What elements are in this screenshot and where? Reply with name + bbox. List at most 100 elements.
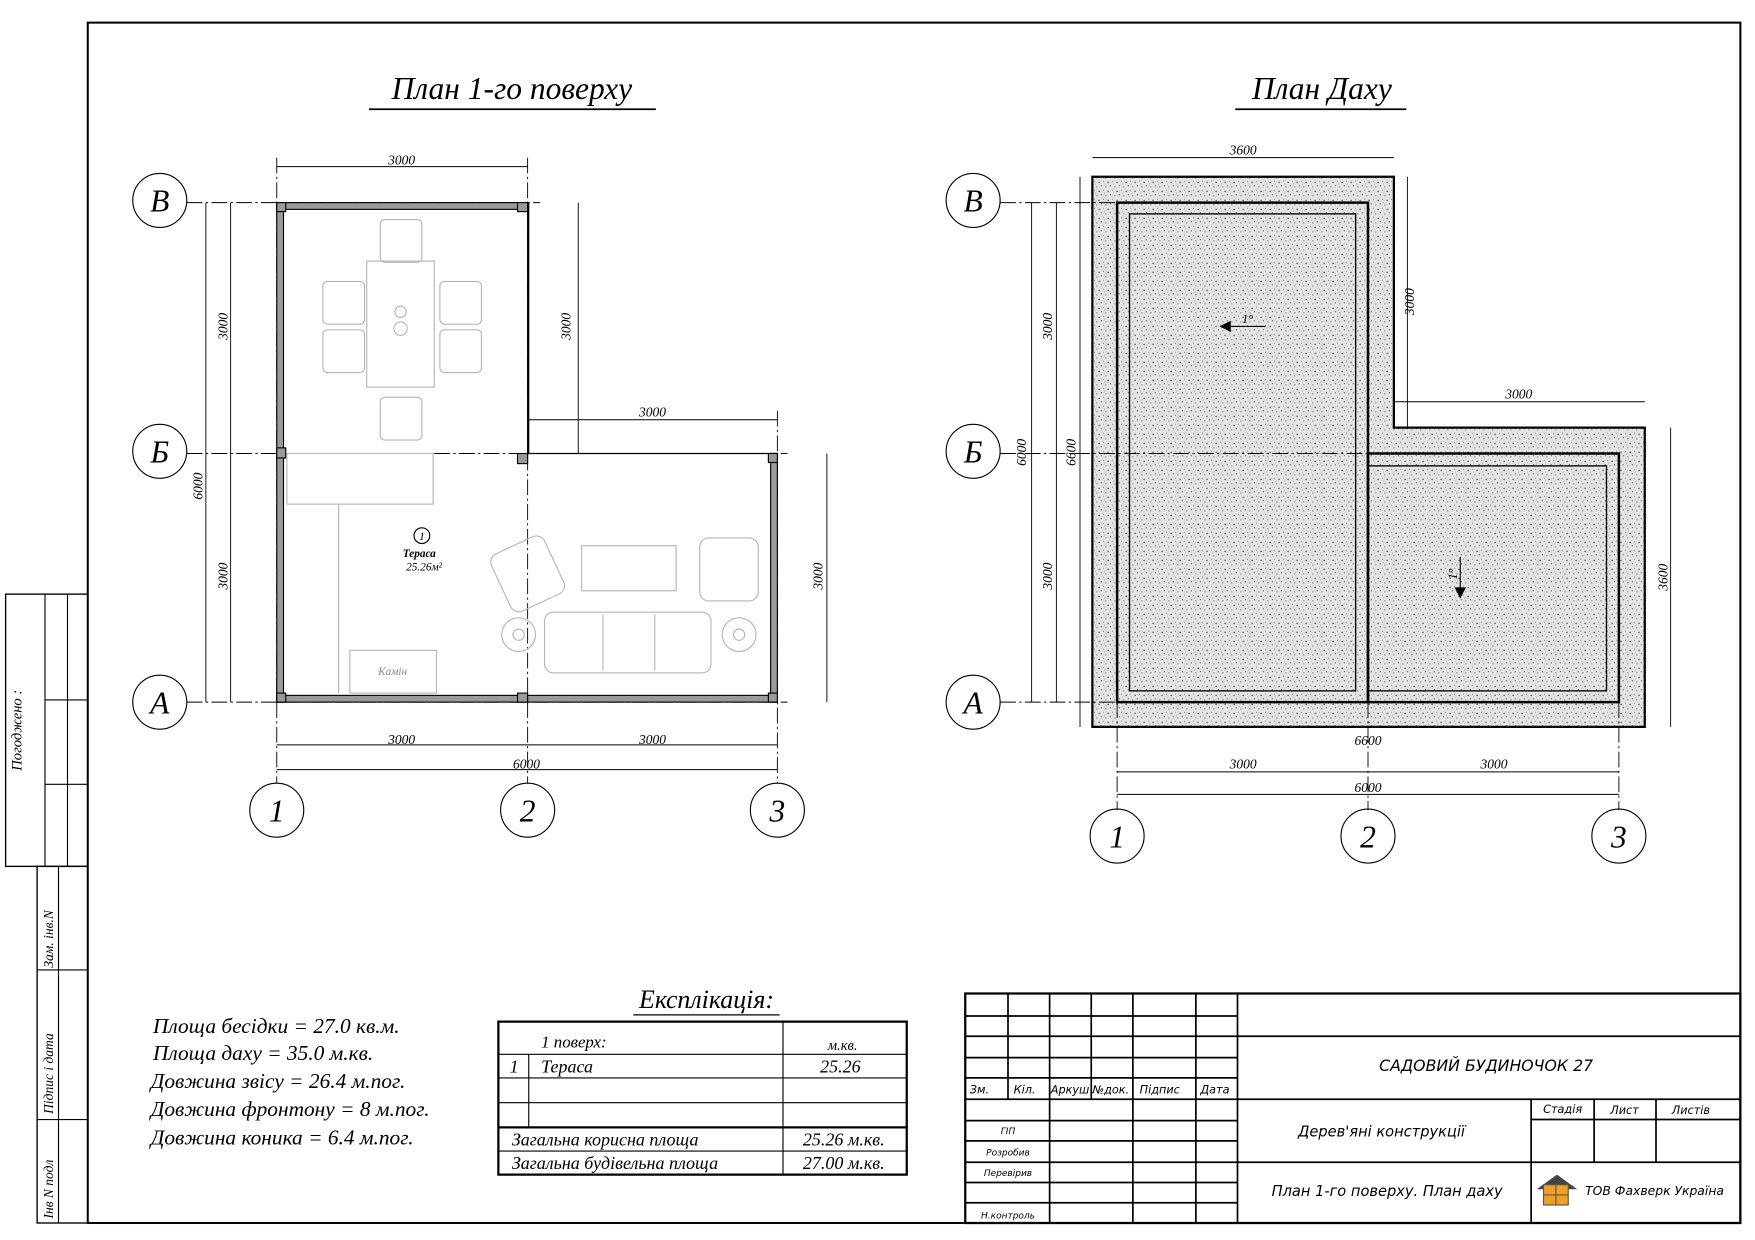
floor-plan: Камін 1 Тераса 25.26м² 3000 6000	[132, 152, 828, 838]
roof-dim-step-vert: 3000	[1402, 288, 1417, 316]
svg-text:Загальна будівельна площа: Загальна будівельна площа	[512, 1153, 718, 1173]
roof-axis-bubble-1: 1	[1089, 808, 1145, 864]
area-notes: Площа бесідки = 27.0 кв.м. Площа даху = …	[149, 1014, 430, 1149]
roof-axis-bubble-v: В	[945, 172, 1001, 228]
svg-text:Листів: Листів	[1671, 1104, 1711, 1117]
note-line: Площа даху = 35.0 м.кв.	[152, 1041, 373, 1065]
svg-text:А: А	[148, 685, 170, 720]
dim-left-bottom: 3000	[215, 562, 230, 590]
dim-bottom-total: 6000	[513, 757, 540, 772]
side-stamp: Погоджено : Зам. інв.N Підпис і дата Інв…	[4, 593, 89, 1224]
signature-date-label: Підпис і дата	[41, 1033, 56, 1115]
room-name: Тераса	[403, 548, 436, 560]
svg-text:м.кв.: м.кв.	[827, 1038, 858, 1054]
svg-text:2: 2	[520, 793, 536, 828]
axis-bubble-3: 3	[749, 782, 805, 838]
svg-text:1: 1	[269, 793, 285, 828]
svg-text:В: В	[964, 184, 983, 219]
fireplace	[349, 649, 438, 694]
roof-axis-bubble-2: 2	[1340, 808, 1396, 864]
axis-bubble-1: 1	[249, 782, 305, 838]
roof-dim-top: 3600	[1229, 142, 1257, 157]
roof-dim-left-total: 6000	[1014, 439, 1029, 466]
roof-axis-bubble-b: Б	[945, 423, 1001, 479]
roof-axis-bubble-a: А	[945, 674, 1001, 730]
section-name: Дерев'яні конструкції	[1297, 1123, 1467, 1140]
axis-bubble-b: Б	[132, 423, 188, 479]
note-line: Площа бесідки = 27.0 кв.м.	[152, 1014, 400, 1038]
axis-bubble-a: А	[132, 674, 188, 730]
svg-text:1: 1	[1109, 819, 1125, 854]
svg-text:Загальна корисна площа: Загальна корисна площа	[512, 1129, 699, 1149]
roof-dim-right: 3600	[1655, 564, 1670, 592]
dim-inner-vert: 3000	[558, 313, 573, 341]
roof-dim-bottom-total: 6000	[1355, 780, 1382, 795]
svg-text:А: А	[962, 685, 984, 720]
roof-dim-left-bottom: 3000	[1040, 562, 1055, 590]
dim-top: 3000	[387, 152, 415, 167]
title-block: Зм. Кіл. Аркуш №док. Підпис Дата ГІП Роз…	[964, 992, 1742, 1225]
room-area: 25.26м²	[406, 562, 442, 574]
svg-text:3: 3	[1610, 819, 1627, 854]
svg-text:Кіл.: Кіл.	[1014, 1084, 1036, 1097]
roof-dim-bottom-a: 3000	[1229, 757, 1257, 772]
roof-dim-bottom-overall: 6600	[1355, 733, 1382, 748]
roof-plan: 1° 1° 3600 3000 3000 3600 6000 3000 3000…	[945, 142, 1672, 864]
explication-title: Експлікація:	[638, 985, 774, 1014]
dim-bottom-a: 3000	[387, 732, 415, 747]
svg-text:Дата: Дата	[1199, 1084, 1229, 1097]
dim-right: 3000	[810, 562, 825, 590]
svg-text:Б: Б	[963, 435, 983, 470]
svg-text:1: 1	[510, 1056, 519, 1076]
company-logo-icon	[1536, 1174, 1578, 1206]
dim-left-total: 6000	[191, 472, 206, 499]
project-name: САДОВИЙ БУДИНОЧОК 27	[1379, 1056, 1593, 1075]
note-line: Довжина коника = 6.4 м.пог.	[149, 1125, 414, 1149]
note-line: Довжина звісу = 26.4 м.пог.	[149, 1069, 406, 1093]
slope-label-2: 1°	[1446, 568, 1460, 579]
room-number: 1	[419, 531, 425, 543]
axis-bubble-2: 2	[500, 782, 556, 838]
plan1-title: План 1-го поверху	[391, 71, 633, 106]
svg-text:В: В	[150, 184, 169, 219]
lounge-set	[490, 535, 759, 674]
replaced-inv-label: Зам. інв.N	[41, 909, 56, 967]
svg-text:Аркуш: Аркуш	[1050, 1084, 1090, 1097]
svg-text:Н.контроль: Н.контроль	[981, 1212, 1035, 1222]
dim-left-top: 3000	[215, 313, 230, 341]
svg-text:3: 3	[769, 793, 786, 828]
roof-dim-bottom-b: 3000	[1480, 757, 1508, 772]
svg-text:2: 2	[1360, 819, 1376, 854]
svg-text:Розробив: Розробив	[986, 1149, 1030, 1159]
svg-text:Підпис: Підпис	[1140, 1084, 1181, 1097]
explication-table: Експлікація: 1 поверх: м.кв. 1 Тераса 25…	[497, 985, 908, 1176]
svg-text:27.00 м.кв.: 27.00 м.кв.	[803, 1153, 885, 1173]
svg-text:Тераса: Тераса	[541, 1056, 593, 1076]
svg-text:1 поверх:: 1 поверх:	[541, 1033, 607, 1052]
approved-label: Погоджено :	[9, 690, 25, 772]
roof-dim-left-total2: 6600	[1064, 439, 1079, 466]
roof-dim-step-horiz: 3000	[1504, 386, 1532, 401]
svg-text:Зм.: Зм.	[970, 1084, 989, 1097]
roof-dim-left-top: 3000	[1040, 313, 1055, 341]
dining-set	[322, 218, 483, 441]
axis-bubble-v: В	[132, 172, 188, 228]
svg-text:Перевірив: Перевірив	[984, 1169, 1032, 1179]
svg-text:25.26: 25.26	[820, 1056, 861, 1076]
sheet-title: План 1-го поверху. План даху	[1272, 1183, 1503, 1200]
slope-label-1: 1°	[1242, 312, 1253, 326]
svg-text:Б: Б	[149, 435, 169, 470]
counter	[286, 452, 434, 505]
svg-text:Лист: Лист	[1609, 1104, 1639, 1117]
svg-text:ГІП: ГІП	[1001, 1127, 1016, 1137]
svg-text:25.26 м.кв.: 25.26 м.кв.	[803, 1129, 885, 1149]
inventory-label: Інв N подл	[41, 1160, 56, 1220]
roof-axis-bubble-3: 3	[1591, 808, 1647, 864]
dim-inner-horiz: 3000	[638, 404, 666, 419]
note-line: Довжина фронтону = 8 м.пог.	[149, 1097, 430, 1121]
company-name: ТОВ Фахверк Україна	[1585, 1184, 1724, 1198]
svg-text:№док.: №док.	[1091, 1084, 1129, 1097]
fireplace-label: Камін	[377, 666, 407, 678]
svg-text:Стадія: Стадія	[1543, 1103, 1582, 1116]
